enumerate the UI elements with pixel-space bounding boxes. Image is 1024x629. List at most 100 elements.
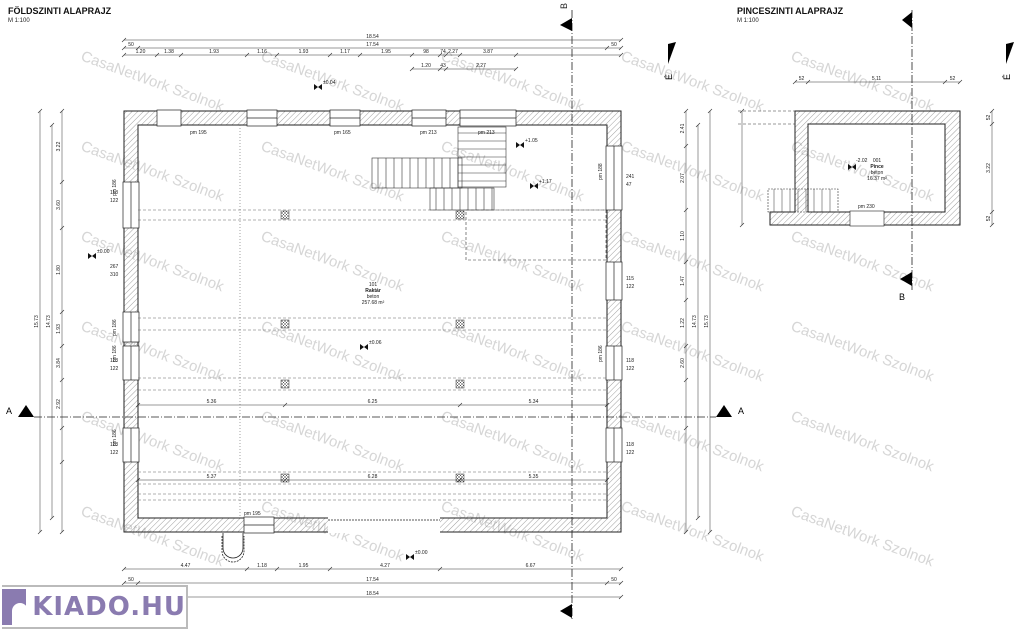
house-icon [2,589,28,625]
watermark-text: CasaNetWork Szolnok [789,318,937,386]
dimension-label: 14.73 [692,315,698,328]
window-size-label: 118 [110,358,118,364]
window-size-label: 122 [110,366,119,372]
dimension-label: 50 [611,577,617,583]
opening-label: pm 213 [478,130,495,136]
watermark-text: CasaNetWork Szolnok [789,228,937,296]
window-size-label: 122 [626,450,635,456]
dimension-label: 43 [440,63,446,69]
dimension-label: 1.17 [340,49,350,55]
north-label: É [664,74,674,80]
basement-level-label: -2.02 [856,158,868,164]
column [455,210,465,220]
section-a-marker-right [716,405,732,417]
window-size-label: 310 [110,272,119,278]
dimension-label: 17.54 [366,577,379,583]
watermark-text: CasaNetWork Szolnok [619,228,767,296]
dimension-label: 4.27 [380,563,390,569]
dimension-label: 2.27 [448,49,458,55]
opening-label: pm 186 [112,345,118,362]
watermark-text: CasaNetWork Szolnok [79,48,227,116]
column [455,319,465,329]
dimension-label: 14.73 [46,315,52,328]
svg-text:Pince: Pince [870,164,884,170]
svg-text:001: 001 [873,158,882,164]
window-size-label: 118 [626,442,634,448]
dimension-label: 4.47 [181,563,191,569]
ground-floor-scale: M 1:100 [8,18,30,24]
dimension-label: 1.93 [56,324,62,334]
dimension-label: 15.73 [704,315,710,328]
dimension-label: 18.54 [366,591,379,597]
opening-label: pm 186 [112,429,118,446]
dimension-label: 2.07 [680,173,686,183]
dimension-label: 3.22 [986,163,992,173]
dimension-label: 1.47 [680,276,686,286]
dimension-label: 17.54 [366,42,379,48]
dimension-label: 1.93 [299,49,309,55]
section-a-label-right: A [738,406,744,416]
dimension-label: 52 [986,115,992,121]
dimension-label: 1.80 [56,265,62,275]
opening-label: pm 213 [420,130,437,136]
window-size-label: 267 [110,264,119,270]
watermark-text: CasaNetWork Szolnok [79,318,227,386]
opening-label: pm 186 [112,179,118,196]
basement-title: PINCESZINTI ALAPRAJZ [737,6,844,16]
dimension-label: 1.20 [136,49,146,55]
dimension-label: 50 [128,42,134,48]
dimension-label: 2.60 [680,358,686,368]
watermark-text: CasaNetWork Szolnok [439,408,587,476]
kiado-logo[interactable]: KIADO.HU [2,585,188,629]
level-label: +1.17 [539,179,552,185]
level-marker-icon [516,142,524,148]
section-lines [34,10,913,620]
beam-span-label: 5.34 [529,399,539,405]
dimension-label: 15.73 [34,315,40,328]
column [455,379,465,389]
window-size-label: 241 [626,174,635,180]
opening-label: pm 186 [112,319,118,336]
window-size-label: 115 [626,276,634,282]
dimension-label: 1.16 [257,49,267,55]
logo-text: KIADO.HU [32,592,186,622]
dimension-label: 1.38 [164,49,174,55]
north-arrow-icon [668,42,676,64]
watermark-text: CasaNetWork Szolnok [619,138,767,206]
dimension-label: 6.67 [526,563,536,569]
opening-label: pm 195 [244,511,261,517]
svg-text:Raktár: Raktár [365,288,381,294]
level-label: +1.05 [525,138,538,144]
manhole-icon [221,533,245,563]
level-marker-icon [848,164,856,170]
dimension-label: 98 [423,49,429,55]
watermark-text: CasaNetWork Szolnok [439,48,587,116]
dimension-label: 3.84 [56,358,62,368]
dimension-label: 1.95 [381,49,391,55]
beams [138,125,607,518]
level-marker-icon [314,84,322,90]
window-size-label: 47 [626,182,632,188]
level-label: ±0.04 [323,80,336,86]
level-marker-icon [530,183,538,189]
watermark-text: CasaNetWork Szolnok [789,48,937,116]
beam-span-label: 6.28 [368,474,378,480]
column [280,319,290,329]
section-b-label: B [559,3,569,9]
dimension-label: 3.22 [56,141,62,151]
dimension-label: 2.92 [56,399,62,409]
dimension-label: 5.11 [872,76,882,82]
watermark-text: CasaNetWork Szolnok [789,503,937,571]
column [280,473,290,483]
basement-scale: M 1:100 [737,18,759,24]
watermark-text: CasaNetWork Szolnok [79,503,227,571]
svg-text:101: 101 [369,282,378,288]
dimension-label: 1.20 [421,63,431,69]
dimension-label: 3.60 [56,200,62,210]
section-a-label-left: A [6,406,12,416]
level-label: ±0.00 [415,550,428,556]
dimension-label: 74 [440,49,446,55]
dimension-label: 52 [950,76,956,82]
window-size-label: 122 [626,366,635,372]
column [280,379,290,389]
